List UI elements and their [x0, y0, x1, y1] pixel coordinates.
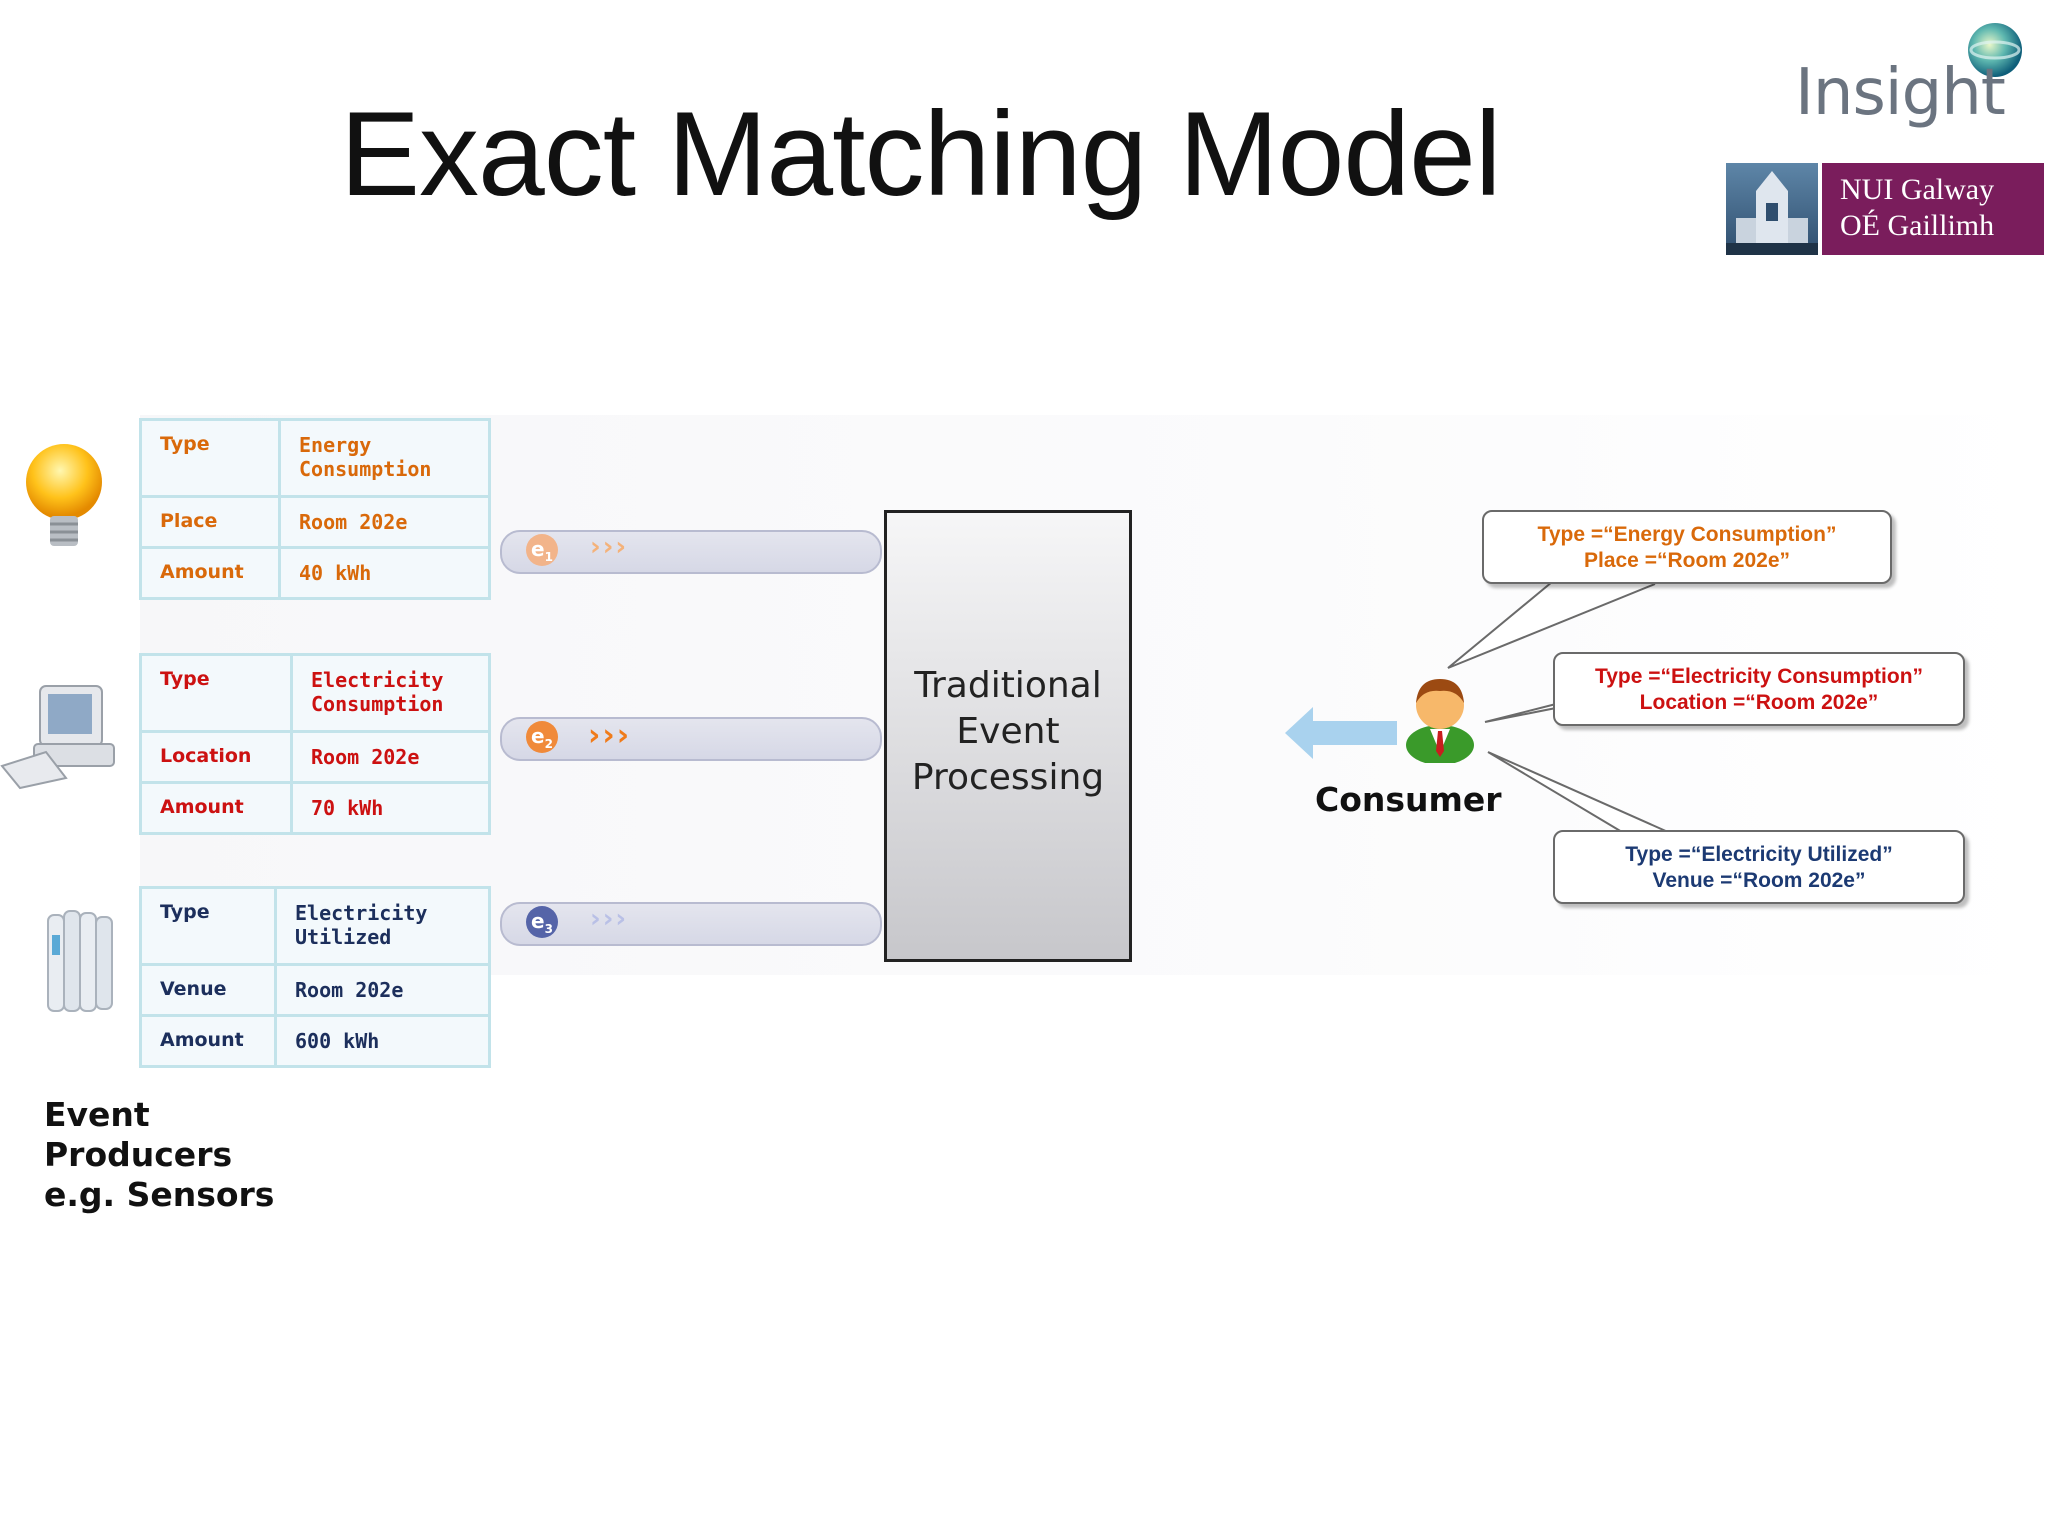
flow-arrows-1-icon: ›››	[590, 532, 629, 562]
nui-building-icon	[1726, 163, 1818, 255]
event-1-key-place: Place	[139, 495, 281, 549]
event-table-2: Type Electricity Consumption Location Ro…	[139, 653, 491, 835]
event-2-key-amount: Amount	[139, 781, 293, 835]
nui-line-2: OÉ Gaillimh	[1840, 209, 1995, 242]
computer-icon	[0, 685, 115, 790]
event-3-key-type: Type	[139, 886, 277, 966]
event-1-key-amount: Amount	[139, 546, 281, 600]
event-3-value-amount: 600 kWh	[274, 1014, 491, 1068]
event-3-key-venue: Venue	[139, 963, 277, 1017]
event-token-2: e2	[526, 721, 558, 753]
event-2-value-amount: 70 kWh	[290, 781, 491, 835]
insight-logo-icon	[1968, 23, 2022, 77]
processor-label: Traditional Event Processing	[911, 665, 1105, 798]
event-table-1: Type Energy Consumption Place Room 202e …	[139, 418, 491, 600]
flow-arrows-3-icon: ›››	[590, 904, 629, 934]
event-3-value-type: Electricity Utilized	[274, 886, 491, 966]
event-2-key-location: Location	[139, 730, 293, 784]
event-producers-label: Event Producers e.g. Sensors	[44, 1095, 275, 1214]
nui-line-1: NUI Galway	[1840, 173, 1995, 206]
flow-arrows-2-icon: ›››	[588, 718, 632, 753]
subscription-2-line-1: Type =“Electricity Consumption”	[1594, 665, 1924, 688]
consumer-person-icon	[1406, 679, 1474, 763]
event-token-3: e3	[526, 906, 558, 938]
event-table-3: Type Electricity Utilized Venue Room 202…	[139, 886, 491, 1068]
subscription-1-line-1: Type =“Energy Consumption”	[1537, 523, 1837, 546]
insight-logo-text: Insight	[1795, 56, 2006, 130]
event-pipe-3	[500, 902, 882, 946]
subscription-2-line-2: Location =“Room 202e”	[1639, 691, 1879, 714]
event-1-value-amount: 40 kWh	[278, 546, 491, 600]
subscription-bubble-1: Type =“Energy Consumption” Place =“Room …	[1482, 510, 1892, 584]
page-title: Exact Matching Model	[340, 87, 1502, 221]
event-pipe-2	[500, 717, 882, 761]
event-3-value-venue: Room 202e	[274, 963, 491, 1017]
subscription-3-line-1: Type =“Electricity Utilized”	[1625, 843, 1893, 866]
event-pipe-1	[500, 530, 882, 574]
nui-galway-logo: NUI Galway OÉ Gaillimh	[1822, 163, 2044, 255]
event-2-value-type: Electricity Consumption	[290, 653, 491, 733]
event-1-value-place: Room 202e	[278, 495, 491, 549]
subscription-3-line-2: Venue =“Room 202e”	[1652, 869, 1866, 892]
event-1-key-type: Type	[139, 418, 281, 498]
consumer-label: Consumer	[1315, 780, 1502, 819]
subscription-bubble-3: Type =“Electricity Utilized” Venue =“Roo…	[1553, 830, 1965, 904]
event-token-1: e1	[526, 534, 558, 566]
left-arrow-icon	[1285, 707, 1397, 759]
event-2-key-type: Type	[139, 653, 293, 733]
subscription-1-line-2: Place =“Room 202e”	[1583, 549, 1791, 572]
event-3-key-amount: Amount	[139, 1014, 277, 1068]
radiator-icon	[47, 910, 113, 1012]
event-1-value-type: Energy Consumption	[278, 418, 491, 498]
traditional-event-processing-box: Traditional Event Processing	[884, 510, 1132, 962]
light-bulb-icon	[26, 444, 102, 546]
subscription-bubble-2: Type =“Electricity Consumption” Location…	[1553, 652, 1965, 726]
event-2-value-location: Room 202e	[290, 730, 491, 784]
